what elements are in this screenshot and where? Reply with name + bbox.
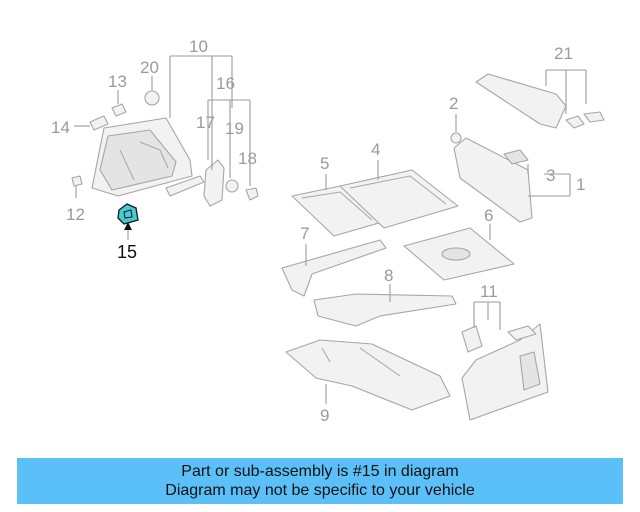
banner-line-2: Diagram may not be specific to your vehi… [165,482,475,499]
callout-1: 1 [576,175,585,194]
leaders-left [74,55,251,240]
info-banner: Part or sub-assembly is #15 in diagram D… [17,458,623,504]
callout-7: 7 [300,224,309,243]
quarter-trim-cover [165,175,205,197]
callout-3: 3 [546,166,555,185]
tonneau-cover [475,73,605,129]
callout-18: 18 [238,149,257,168]
cup-holder [144,90,160,106]
banner-line-1: Part or sub-assembly is #15 in diagram [181,463,459,480]
callout-8: 8 [384,266,393,285]
retainer-clip [245,187,259,201]
quarter-trim-panel [91,117,193,197]
deck-board-4 [339,169,459,229]
callout-16: 16 [216,74,235,93]
pillar-trim [203,159,225,207]
rear-sill-panel [453,137,533,223]
rail-8 [313,293,457,327]
callout-12: 12 [66,205,85,224]
callout-20: 20 [140,58,159,77]
callout-5: 5 [320,154,329,173]
callout-4: 4 [371,140,380,159]
speaker-grille [225,179,239,193]
rail-7 [281,239,387,297]
callout-14: 14 [51,118,70,137]
part-15-highlight[interactable] [117,203,139,225]
floor-mat-6 [403,227,515,281]
bracket [111,103,127,117]
callout-10: 10 [189,37,208,56]
callout-11: 11 [480,282,498,301]
callout-6: 6 [484,206,493,225]
parts-diagram: 10 20 16 13 14 17 19 18 12 15 21 2 4 5 3… [51,37,605,425]
callout-13: 13 [108,72,127,91]
leaders-right [305,69,587,404]
callout-21: 21 [554,44,573,63]
floor-pan-9 [285,339,451,411]
small-clip [71,175,83,187]
quarter-panel-11 [461,323,549,421]
callout-17: 17 [196,113,215,132]
callout-19: 19 [225,119,244,138]
callout-9: 9 [320,406,329,425]
garnish-pad [89,115,109,131]
callout-2: 2 [449,94,458,113]
callout-15: 15 [117,242,137,262]
clip-2 [450,132,462,144]
